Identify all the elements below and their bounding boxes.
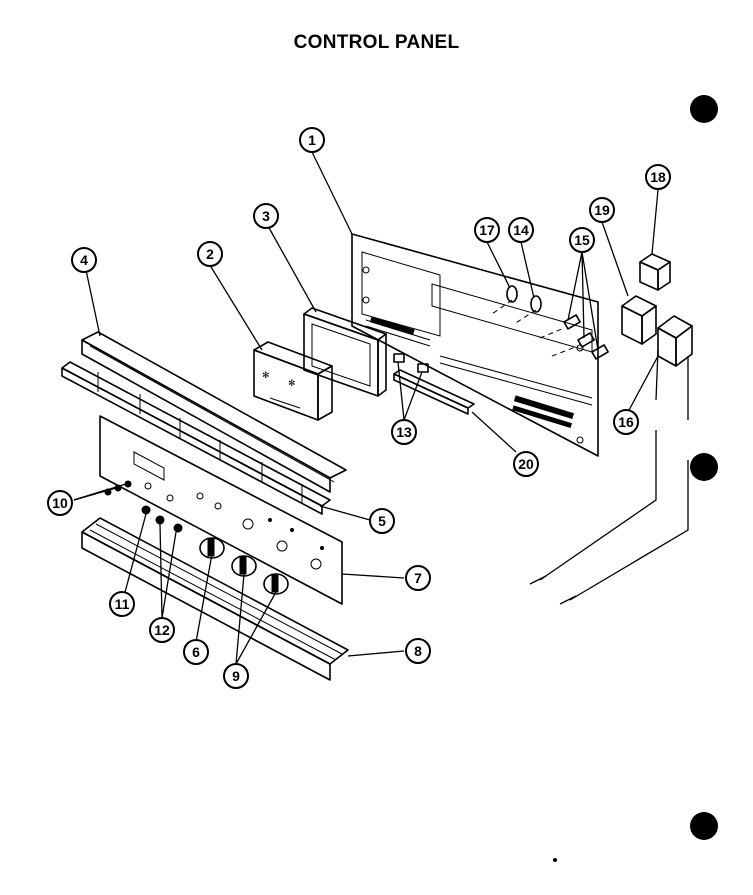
callout-16: 16: [613, 409, 639, 435]
callout-9: 9: [223, 663, 249, 689]
punch-hole-bottom: [690, 812, 718, 840]
svg-text:16: 16: [618, 414, 634, 430]
callout-7: 7: [405, 565, 431, 591]
clock-module-part-2: ✻ ✻: [253, 341, 333, 421]
callout-15: 15: [569, 227, 595, 253]
clips-part-13: [393, 353, 429, 373]
strip-part-20: [393, 369, 475, 415]
svg-text:4: 4: [80, 252, 88, 268]
punch-hole-top: [690, 95, 718, 123]
callout-12: 12: [149, 617, 175, 643]
callout-18: 18: [645, 164, 671, 190]
svg-text:3: 3: [262, 208, 270, 224]
knob-part-9-b: [263, 573, 289, 595]
callout-1: 1: [299, 127, 325, 153]
svg-text:13: 13: [396, 424, 412, 440]
svg-text:12: 12: [154, 622, 170, 638]
stray-dot: [553, 858, 557, 862]
callout-13: 13: [391, 419, 417, 445]
upper-trim-part-4: [81, 331, 347, 493]
callout-20: 20: [513, 451, 539, 477]
rear-panel-part-1: [351, 233, 599, 457]
callout-6: 6: [183, 639, 209, 665]
svg-text:5: 5: [378, 513, 386, 529]
svg-text:1: 1: [308, 132, 316, 148]
lower-trim-part-8: [81, 517, 349, 681]
callout-11: 11: [109, 591, 135, 617]
screws-part-14-17: [491, 285, 542, 325]
relay-part-19: [621, 295, 657, 345]
page-title: CONTROL PANEL: [293, 32, 460, 53]
svg-text:✻: ✻: [288, 378, 296, 388]
switch-part-11: [141, 505, 151, 515]
callout-19: 19: [589, 197, 615, 223]
relay-part-18: [639, 253, 671, 291]
bracket-bar-part-5: [61, 361, 331, 515]
callout-3: 3: [253, 203, 279, 229]
callout-14: 14: [508, 217, 534, 243]
svg-text:8: 8: [414, 643, 422, 659]
switches-part-12: [155, 515, 183, 533]
svg-text:11: 11: [115, 596, 130, 612]
front-control-panel-part-7: [99, 415, 343, 605]
svg-text:20: 20: [518, 456, 534, 472]
display-frame-part-3: [303, 307, 387, 397]
callout-2: 2: [197, 241, 223, 267]
callout-4: 4: [71, 247, 97, 273]
svg-text:19: 19: [594, 202, 610, 218]
punch-hole-middle: [690, 453, 718, 481]
svg-text:10: 10: [52, 495, 68, 511]
svg-text:14: 14: [513, 222, 529, 238]
svg-text:17: 17: [479, 222, 495, 238]
svg-text:15: 15: [574, 232, 590, 248]
callout-10: 10: [47, 490, 73, 516]
svg-text:✻: ✻: [262, 370, 270, 380]
callout-5: 5: [369, 508, 395, 534]
svg-text:6: 6: [192, 644, 200, 660]
svg-text:2: 2: [206, 246, 214, 262]
indicator-lamps-part-10: [104, 480, 132, 496]
knob-part-9-a: [231, 555, 257, 577]
callout-8: 8: [405, 638, 431, 664]
leader-lines: [73, 151, 659, 665]
svg-text:7: 7: [414, 570, 422, 586]
thermostat-part-16: [529, 315, 693, 605]
svg-text:18: 18: [650, 169, 666, 185]
callout-17: 17: [474, 217, 500, 243]
svg-text:9: 9: [232, 668, 240, 684]
